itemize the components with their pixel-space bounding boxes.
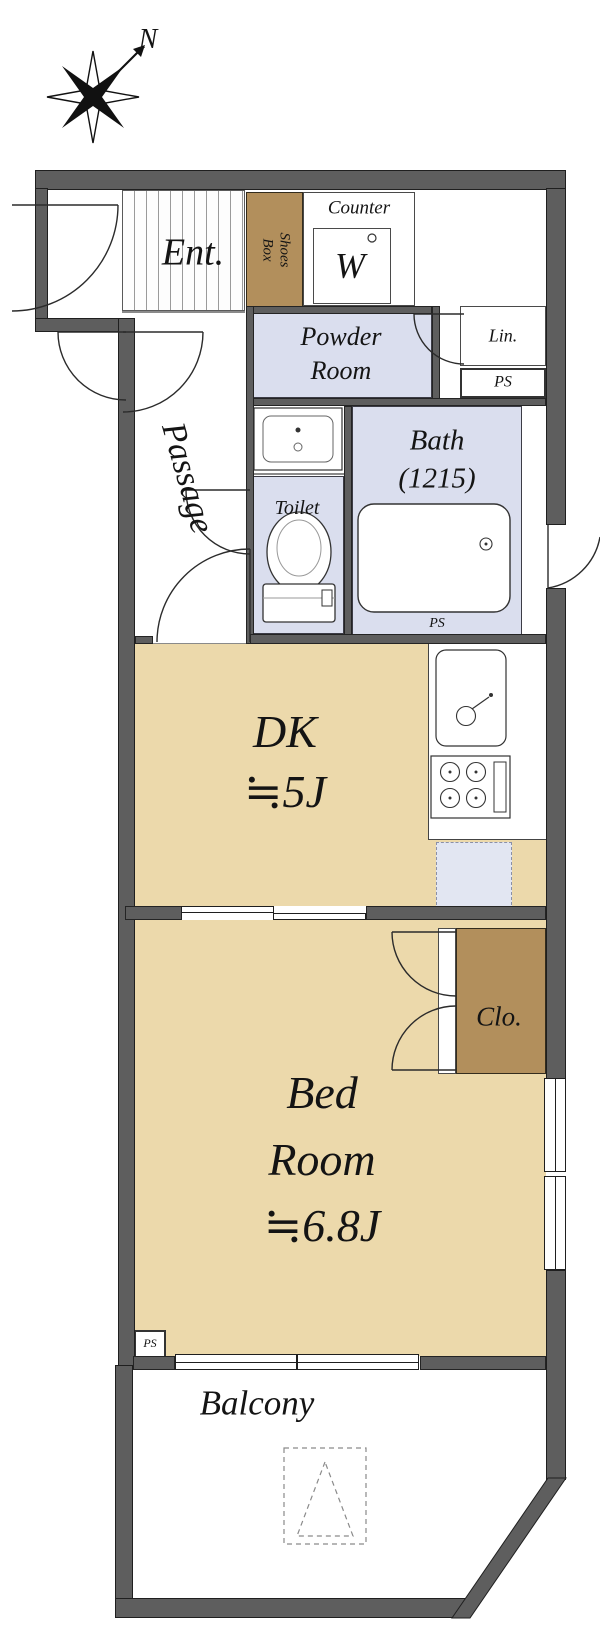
refrigerator-space [436, 842, 512, 910]
dk-label-line1: DK [253, 706, 317, 758]
bedroom-label-line2: Room [268, 1133, 376, 1185]
window-bedroom-right-1 [544, 1078, 566, 1172]
vanity-sink-icon [253, 407, 343, 471]
north-label: N [138, 23, 158, 55]
closet [456, 928, 546, 1074]
counter-label: Counter [327, 197, 391, 219]
porch-door-arc [57, 331, 127, 401]
dk-label-line2: ≒5J [244, 766, 326, 817]
pipe-space-bath-label: PS [429, 615, 445, 631]
bedroom-label-line1: Bed [286, 1066, 358, 1118]
balcony-label: Balcony [199, 1383, 315, 1423]
wall-right-mid [546, 588, 566, 1080]
balcony-floor [133, 1370, 546, 1598]
partition-balcony-left [133, 1356, 175, 1370]
pipe-space-top-label: PS [494, 373, 512, 391]
powder-room-label-line1: Powder [300, 322, 382, 352]
dk-label: DK ≒5J [244, 702, 326, 822]
kitchen-counter-area [428, 644, 546, 840]
partition-passage-right [246, 306, 254, 644]
powder-room-label-line2: Room [310, 356, 372, 385]
partition-dk-top [250, 634, 546, 644]
passage-dk-door-arc [156, 548, 251, 643]
wall-right-lower [546, 1270, 566, 1480]
wall-left-main [118, 318, 135, 1370]
bath-label-line2: (1215) [398, 462, 476, 494]
wall-entry-ledge [35, 318, 123, 332]
wall-left-upper [35, 188, 48, 320]
pipe-space-top [460, 368, 546, 398]
partition-balcony-right [420, 1356, 546, 1370]
front-door-arc [11, 204, 119, 312]
passage-dk-threshold [135, 643, 251, 644]
toilet-label: Toilet [274, 497, 320, 519]
entrance-hall-door-arc [122, 331, 204, 413]
pipe-space-bedroom-label: PS [143, 1336, 157, 1351]
partition-dk-top-stub [135, 636, 153, 644]
bedroom-label: Bed Room ≒6.8J [264, 1060, 380, 1260]
sliding-door-panel-1 [181, 906, 274, 913]
wall-balcony-left [115, 1365, 133, 1618]
wall-right-upper [546, 188, 566, 525]
linen-label: Lin. [488, 325, 518, 346]
bedroom-label-line3: ≒6.8J [263, 1200, 381, 1252]
wall-bottom [115, 1598, 467, 1618]
balcony-window-2 [297, 1354, 419, 1370]
partition-dk-bedroom-right [366, 906, 546, 920]
closet-label: Clo. [476, 1001, 522, 1032]
passage-label: Passage [154, 418, 221, 538]
powder-room-label: Powder Room [301, 320, 382, 388]
sliding-door-panel-2 [273, 913, 366, 920]
window-bedroom-right-2 [544, 1176, 566, 1270]
closet-door-strip [438, 928, 456, 1074]
right-exterior-door-arc [547, 536, 600, 589]
partition-dk-bedroom-left [125, 906, 182, 920]
entrance-floor [122, 190, 245, 311]
balcony-window-1 [175, 1354, 297, 1370]
entrance-step-edge [122, 311, 245, 313]
bath-label: Bath (1215) [398, 422, 475, 497]
wall-top [35, 170, 566, 190]
toilet-door-line [250, 473, 344, 475]
partition-wet-top [246, 306, 432, 314]
washer-label: W [335, 245, 365, 286]
partition-bath-left [344, 406, 352, 644]
compass-rose-icon [46, 45, 145, 144]
partition-wet-mid [246, 398, 546, 406]
entrance-label: Ent. [161, 231, 225, 274]
shoes-box-label: Shoes Box [259, 232, 293, 268]
bath-label-line1: Bath [409, 424, 465, 457]
partition-powder-right [432, 306, 440, 406]
washer-space [313, 228, 391, 304]
